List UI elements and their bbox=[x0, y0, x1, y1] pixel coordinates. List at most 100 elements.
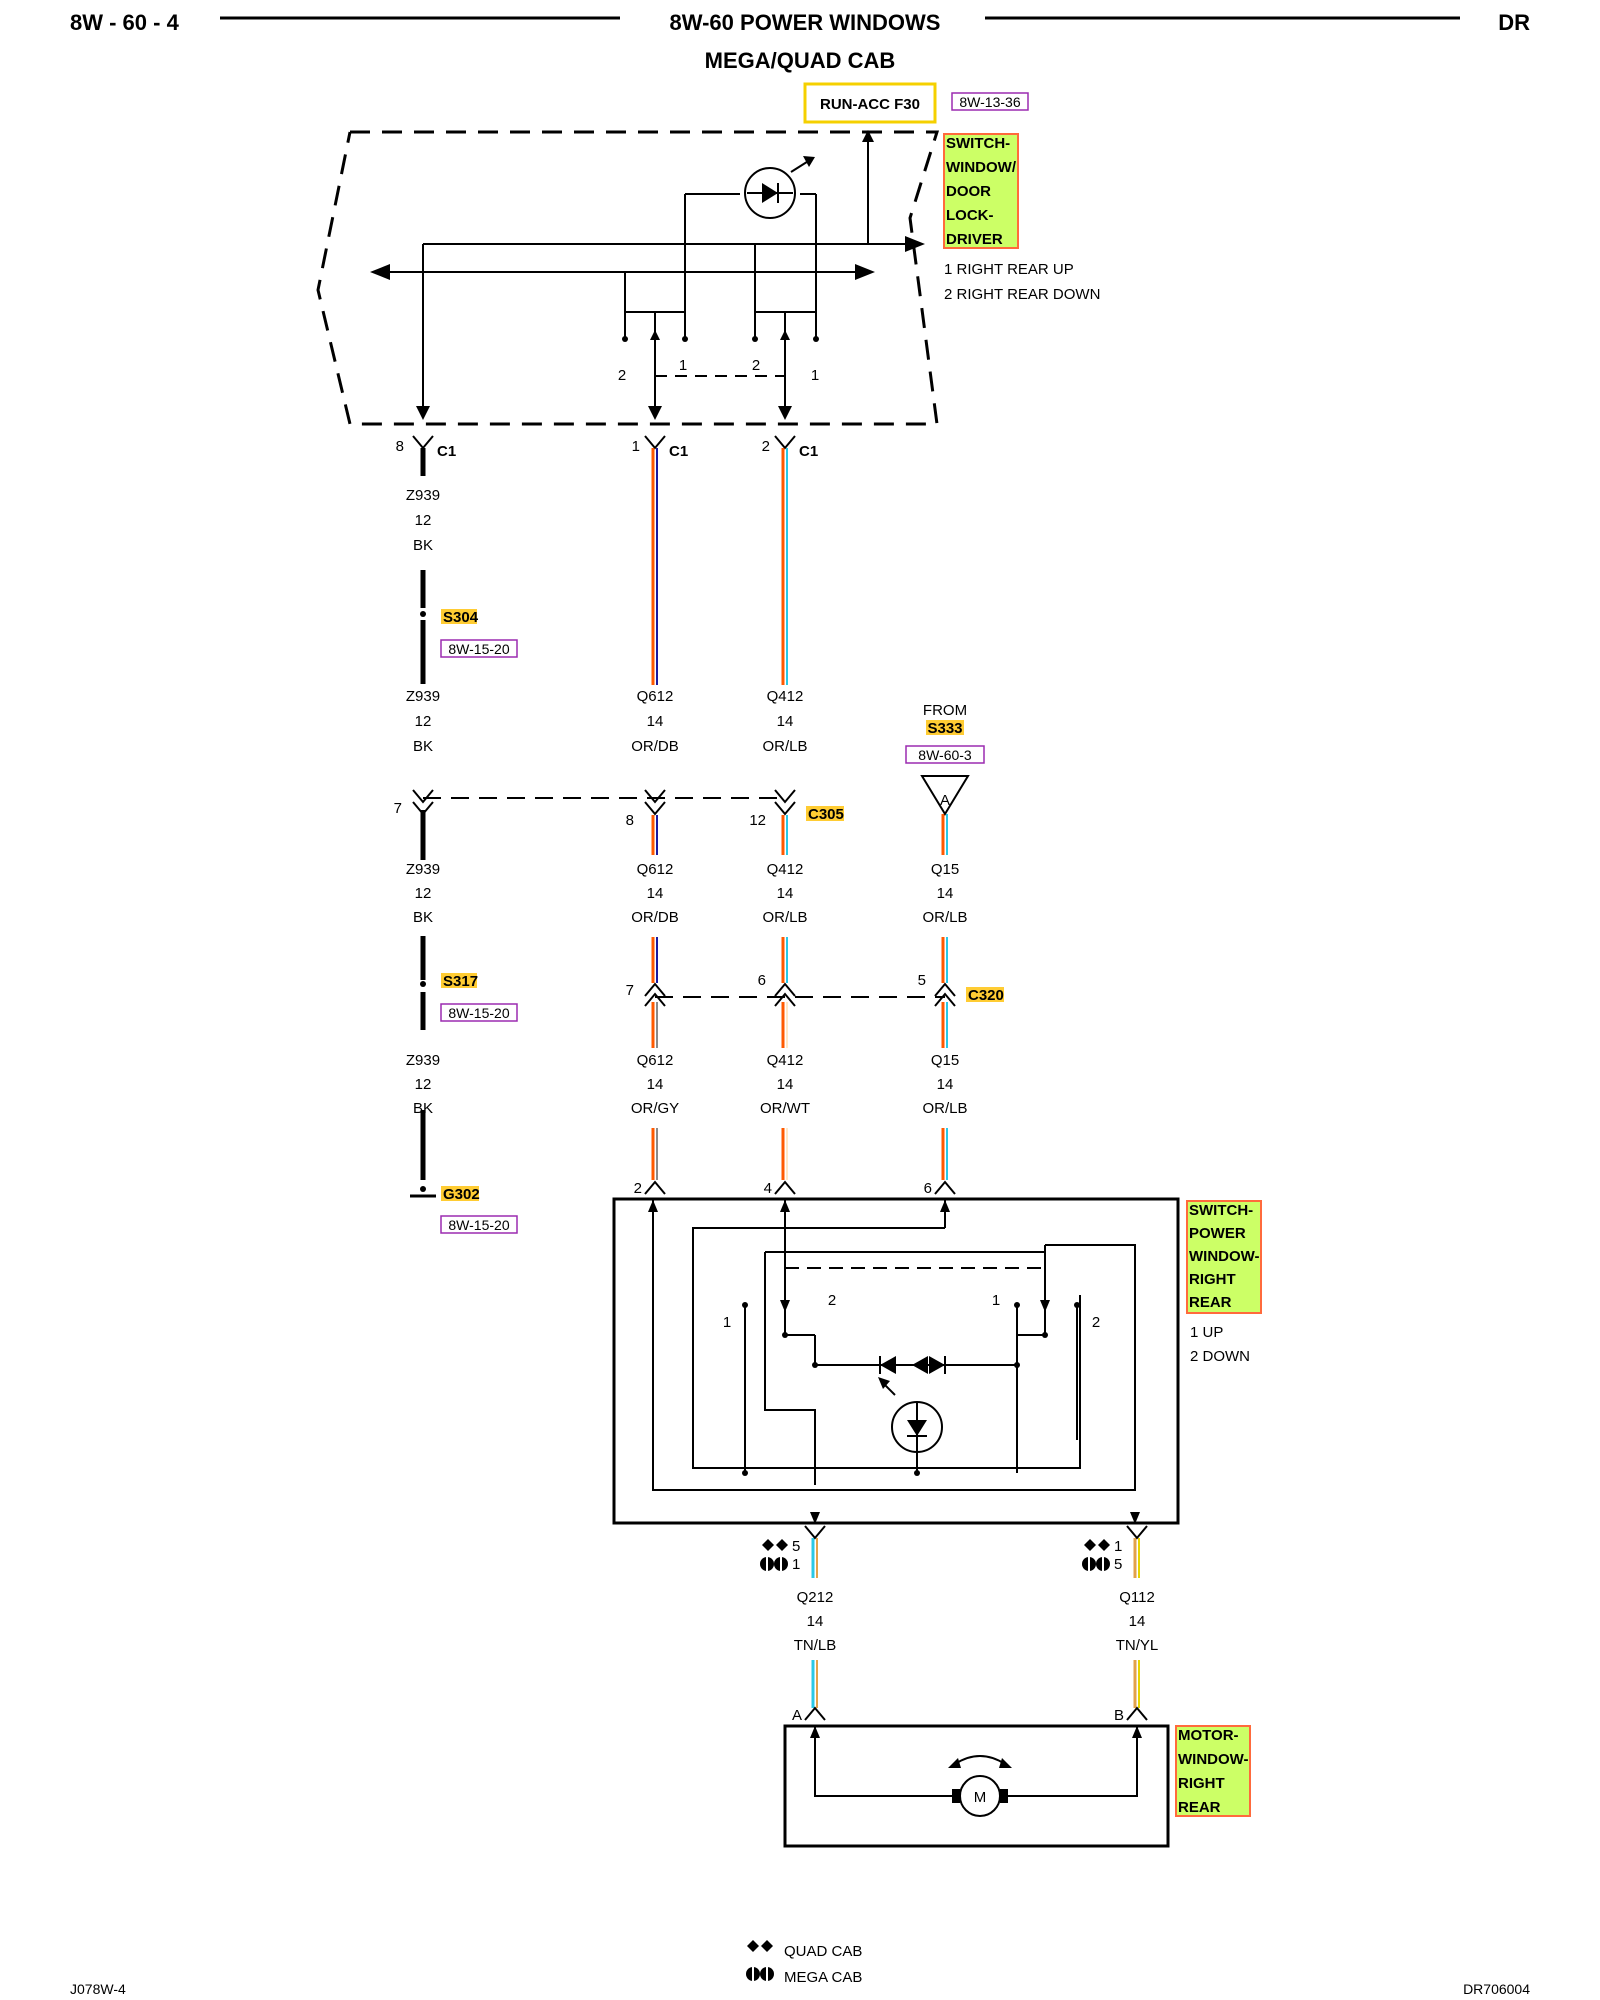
pin-number: 6 bbox=[924, 1180, 932, 1197]
pin-number: 8 bbox=[626, 812, 634, 829]
wire-code: Z939 bbox=[406, 1052, 440, 1069]
wire-label-q412-b: Q412 14 OR/LB bbox=[762, 861, 807, 926]
wire-q112 bbox=[1133, 1538, 1140, 1708]
splice-ref[interactable]: 8W-15-20 bbox=[448, 1005, 509, 1021]
switch-legend-line: 1 UP bbox=[1190, 1324, 1223, 1341]
component-name-line: MOTOR- bbox=[1178, 1727, 1239, 1744]
switch-legend-line: 2 DOWN bbox=[1190, 1348, 1250, 1365]
page-subtitle: MEGA/QUAD CAB bbox=[705, 48, 896, 73]
pin-number: 5 bbox=[1114, 1556, 1122, 1573]
wire-label-z939-b: Z939 12 BK bbox=[406, 688, 440, 755]
wire-label-q212: Q212 14 TN/LB bbox=[794, 1589, 837, 1654]
wire-gauge: 14 bbox=[807, 1613, 824, 1630]
wire-code: Q15 bbox=[931, 861, 959, 878]
wire-gauge: 14 bbox=[647, 713, 664, 730]
switch-legend-line: 2 RIGHT REAR DOWN bbox=[944, 286, 1100, 303]
wire-gauge: 12 bbox=[415, 885, 432, 902]
pin-number: 4 bbox=[764, 1180, 772, 1197]
wire-label-q15-b: Q15 14 OR/LB bbox=[922, 1052, 967, 1117]
component-name-line: REAR bbox=[1189, 1294, 1232, 1311]
quad-cab-icon bbox=[747, 1940, 773, 1952]
wire-q412 bbox=[781, 448, 788, 1180]
wire-label-q612-b: Q612 14 OR/DB bbox=[631, 861, 679, 926]
wire-color: BK bbox=[413, 909, 433, 926]
contact-number: 2 bbox=[752, 357, 760, 374]
wire-gauge: 14 bbox=[647, 1076, 664, 1093]
connector-name: C320 bbox=[968, 987, 1004, 1004]
from-ref[interactable]: 8W-60-3 bbox=[918, 747, 972, 763]
wire-label-z939-c: Z939 12 BK bbox=[406, 861, 440, 926]
wire-gauge: 14 bbox=[777, 885, 794, 902]
wire-gauge: 12 bbox=[415, 512, 432, 529]
mega-cab-icon bbox=[760, 1557, 788, 1571]
component-name-line: REAR bbox=[1178, 1799, 1221, 1816]
switch-legend-line: 1 RIGHT REAR UP bbox=[944, 261, 1074, 278]
fuse-ref[interactable]: 8W-13-36 bbox=[959, 94, 1020, 110]
component-name-line: DOOR bbox=[946, 183, 991, 200]
vehicle-code: DR bbox=[1498, 10, 1530, 35]
pin-number: 2 bbox=[762, 438, 770, 455]
splice-s317: S317 8W-15-20 bbox=[420, 973, 518, 1022]
legend-quad-cab: QUAD CAB bbox=[784, 1943, 862, 1960]
ground-ref[interactable]: 8W-15-20 bbox=[448, 1217, 509, 1233]
connector-name: C1 bbox=[437, 443, 456, 460]
wire-gauge: 14 bbox=[777, 713, 794, 730]
splice-ref[interactable]: 8W-15-20 bbox=[448, 641, 509, 657]
footer-right-code: DR706004 bbox=[1463, 1981, 1530, 1997]
component-name-line: RIGHT bbox=[1178, 1775, 1225, 1792]
wire-q15 bbox=[941, 814, 948, 1180]
component-name-line: WINDOW- bbox=[1178, 1751, 1249, 1768]
wire-labels: Z939 12 BK Z939 12 BK Z939 12 BK Z939 12… bbox=[406, 487, 1158, 1654]
wire-gauge: 14 bbox=[647, 885, 664, 902]
from-s333: FROM S333 8W-60-3 A bbox=[905, 702, 985, 816]
component-name-line: RIGHT bbox=[1189, 1271, 1236, 1288]
connector-name: C305 bbox=[808, 806, 844, 823]
rr-switch: 2 4 6 bbox=[612, 1180, 1262, 1525]
contact-number: 1 bbox=[992, 1292, 1000, 1309]
wire-label-z939-d: Z939 12 BK bbox=[406, 1052, 440, 1117]
wire-gauge: 12 bbox=[415, 1076, 432, 1093]
page-code: 8W - 60 - 4 bbox=[70, 10, 180, 35]
wire-code: Z939 bbox=[406, 487, 440, 504]
contact-number: 1 bbox=[679, 357, 687, 374]
quad-cab-icon bbox=[1084, 1539, 1110, 1551]
wire-q212 bbox=[811, 1538, 818, 1708]
connector-name: C1 bbox=[799, 443, 818, 460]
wire-label-q112: Q112 14 TN/YL bbox=[1116, 1589, 1159, 1654]
wire-color: BK bbox=[413, 1100, 433, 1117]
wire-code: Q212 bbox=[797, 1589, 834, 1606]
wire-color: OR/LB bbox=[922, 1100, 967, 1117]
pin-number: 8 bbox=[396, 438, 404, 455]
pin-number: 1 bbox=[632, 438, 640, 455]
motor-window-right-rear: A B M MOTOR- WINDOW- RIGHT REAR bbox=[783, 1706, 1251, 1848]
wire-code: Q112 bbox=[1119, 1589, 1155, 1606]
connector-name: C1 bbox=[669, 443, 688, 460]
wire-code: Q412 bbox=[767, 688, 804, 705]
pin-number: 5 bbox=[918, 972, 926, 989]
mega-cab-icon bbox=[1082, 1557, 1110, 1571]
pin-number: 2 bbox=[634, 1180, 642, 1197]
contact-number: 2 bbox=[1092, 1314, 1100, 1331]
wire-color: OR/LB bbox=[762, 738, 807, 755]
motor-symbol: M bbox=[974, 1789, 987, 1806]
wire-code: Q15 bbox=[931, 1052, 959, 1069]
wire-color: BK bbox=[413, 537, 433, 554]
wire-label-z939-a: Z939 12 BK bbox=[406, 487, 440, 554]
wire-gauge: 12 bbox=[415, 713, 432, 730]
component-name-line: LOCK- bbox=[946, 207, 994, 224]
from-splice: S333 bbox=[927, 720, 962, 737]
wire-color: OR/LB bbox=[762, 909, 807, 926]
pin-number: 5 bbox=[792, 1538, 800, 1555]
driver-switch: 2 1 2 1 SWITCH- WINDOW/ DOOR LOCK- DRIVE… bbox=[316, 130, 1100, 426]
splice-id: S304 bbox=[443, 609, 479, 626]
contact-number: 2 bbox=[618, 367, 626, 384]
wire-label-q612-c: Q612 14 OR/GY bbox=[631, 1052, 679, 1117]
wire-code: Q612 bbox=[637, 1052, 674, 1069]
component-name-line: SWITCH- bbox=[946, 135, 1010, 152]
pin-letter: A bbox=[792, 1707, 802, 1724]
wire-q612 bbox=[651, 448, 658, 1180]
ground-g302: G302 8W-15-20 bbox=[410, 1186, 518, 1234]
footer-left-code: J078W-4 bbox=[70, 1981, 126, 1997]
component-name-line: WINDOW/ bbox=[946, 159, 1017, 176]
